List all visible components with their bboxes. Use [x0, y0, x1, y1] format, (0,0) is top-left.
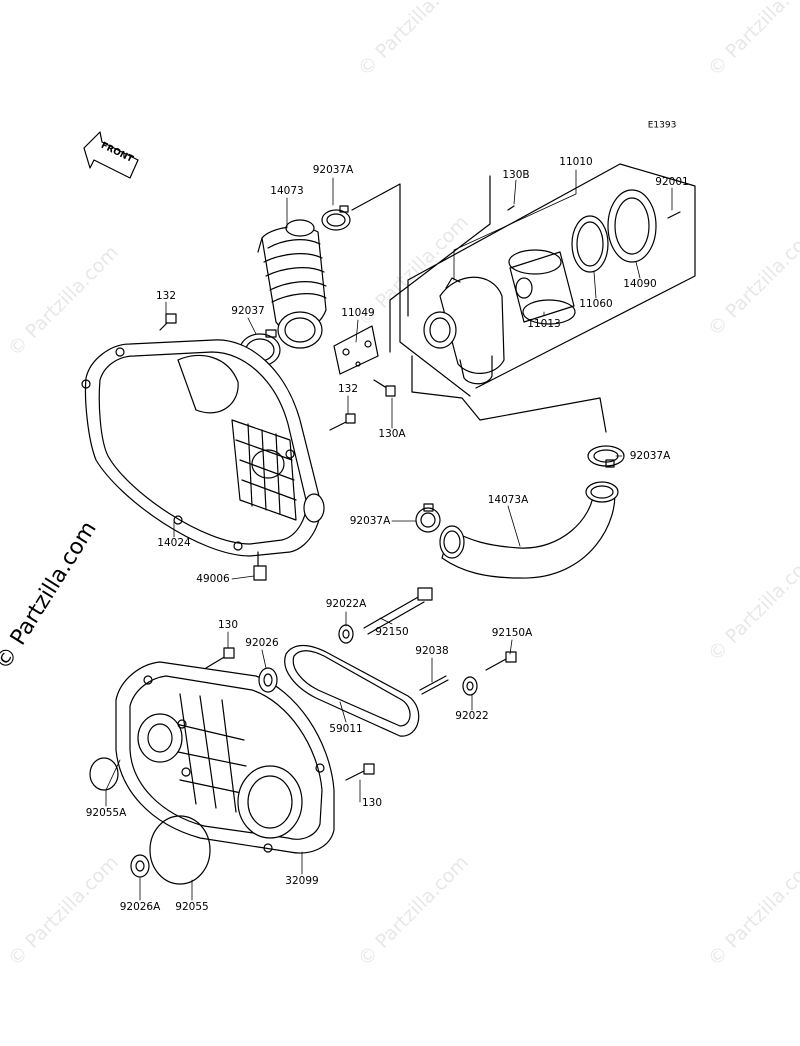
intake-hose-14073: [257, 219, 327, 349]
part-label[interactable]: 132: [155, 289, 177, 302]
part-label[interactable]: 92026: [245, 636, 279, 649]
part-label[interactable]: 92037A: [312, 163, 354, 176]
front-arrow-icon: FRONT: [83, 131, 139, 179]
duct-14073a: [439, 481, 619, 579]
part-label[interactable]: 92055A: [85, 806, 127, 819]
inner-cover-32099: [115, 661, 335, 854]
clamp-92037a-top: [321, 205, 351, 231]
seal-11060: [571, 215, 609, 273]
bolt-130-right: [345, 763, 375, 781]
clamp-92037a-right: [587, 445, 625, 468]
part-label[interactable]: 130: [217, 618, 239, 631]
washer-92022: [462, 676, 478, 696]
screw-92001: [667, 211, 681, 219]
bolt-130-top: [205, 647, 235, 669]
bolt-130a: [373, 379, 396, 397]
part-label[interactable]: 14090: [623, 277, 657, 290]
part-label[interactable]: 130: [361, 796, 383, 809]
part-label[interactable]: 14073: [270, 184, 304, 197]
assembly-outline-11010: [389, 163, 696, 393]
part-label[interactable]: 92037A: [349, 514, 391, 527]
part-label[interactable]: 92022: [455, 709, 489, 722]
o-ring-92055: [149, 815, 211, 885]
bolt-132-middle: [329, 413, 356, 431]
cover-14090: [607, 189, 657, 263]
part-label[interactable]: 92055: [175, 900, 209, 913]
part-label[interactable]: 92150A: [491, 626, 533, 639]
washer-92026a: [130, 854, 150, 878]
part-label[interactable]: 11013: [527, 317, 561, 330]
part-label[interactable]: 59011: [329, 722, 363, 735]
part-label[interactable]: 11010: [559, 155, 593, 168]
air-filter-11013: [508, 249, 576, 325]
bolt-92150a: [485, 651, 517, 671]
part-label[interactable]: 32099: [285, 874, 319, 887]
part-label[interactable]: 92038: [415, 644, 449, 657]
part-label[interactable]: 92150: [375, 625, 409, 638]
drive-belt-59011: [284, 644, 420, 737]
bolt-130b: [507, 205, 515, 211]
washer-92022a: [338, 624, 354, 644]
bolt-132-top: [159, 313, 177, 331]
part-label[interactable]: 130B: [502, 168, 530, 181]
bolt-92150: [363, 587, 433, 635]
outer-cover-14024: [81, 339, 325, 557]
part-label[interactable]: 132: [337, 382, 359, 395]
part-label[interactable]: 92026A: [119, 900, 161, 913]
o-ring-92055a: [89, 757, 119, 791]
washer-92026: [258, 667, 278, 693]
part-label[interactable]: 11060: [579, 297, 613, 310]
drain-plug-49006: [253, 551, 267, 581]
part-label[interactable]: 92037A: [629, 449, 671, 462]
diagram-code: E1393: [647, 120, 677, 131]
pin-92038: [419, 675, 449, 695]
part-label[interactable]: 92022A: [325, 597, 367, 610]
clamp-92037a-left: [415, 503, 441, 533]
part-label[interactable]: 92037: [231, 304, 265, 317]
part-label[interactable]: 49006: [196, 572, 230, 585]
part-label[interactable]: 14024: [157, 536, 191, 549]
leader-92037a-right: [411, 391, 607, 433]
part-label[interactable]: 130A: [378, 427, 406, 440]
air-cleaner-housing: [423, 276, 505, 385]
leader-lines: [105, 169, 673, 901]
part-label[interactable]: 92001: [655, 175, 689, 188]
part-label[interactable]: 14073A: [487, 493, 529, 506]
part-label[interactable]: 11049: [341, 306, 375, 319]
bracket-11049: [333, 325, 379, 375]
leader-92037a-top: [351, 183, 471, 397]
